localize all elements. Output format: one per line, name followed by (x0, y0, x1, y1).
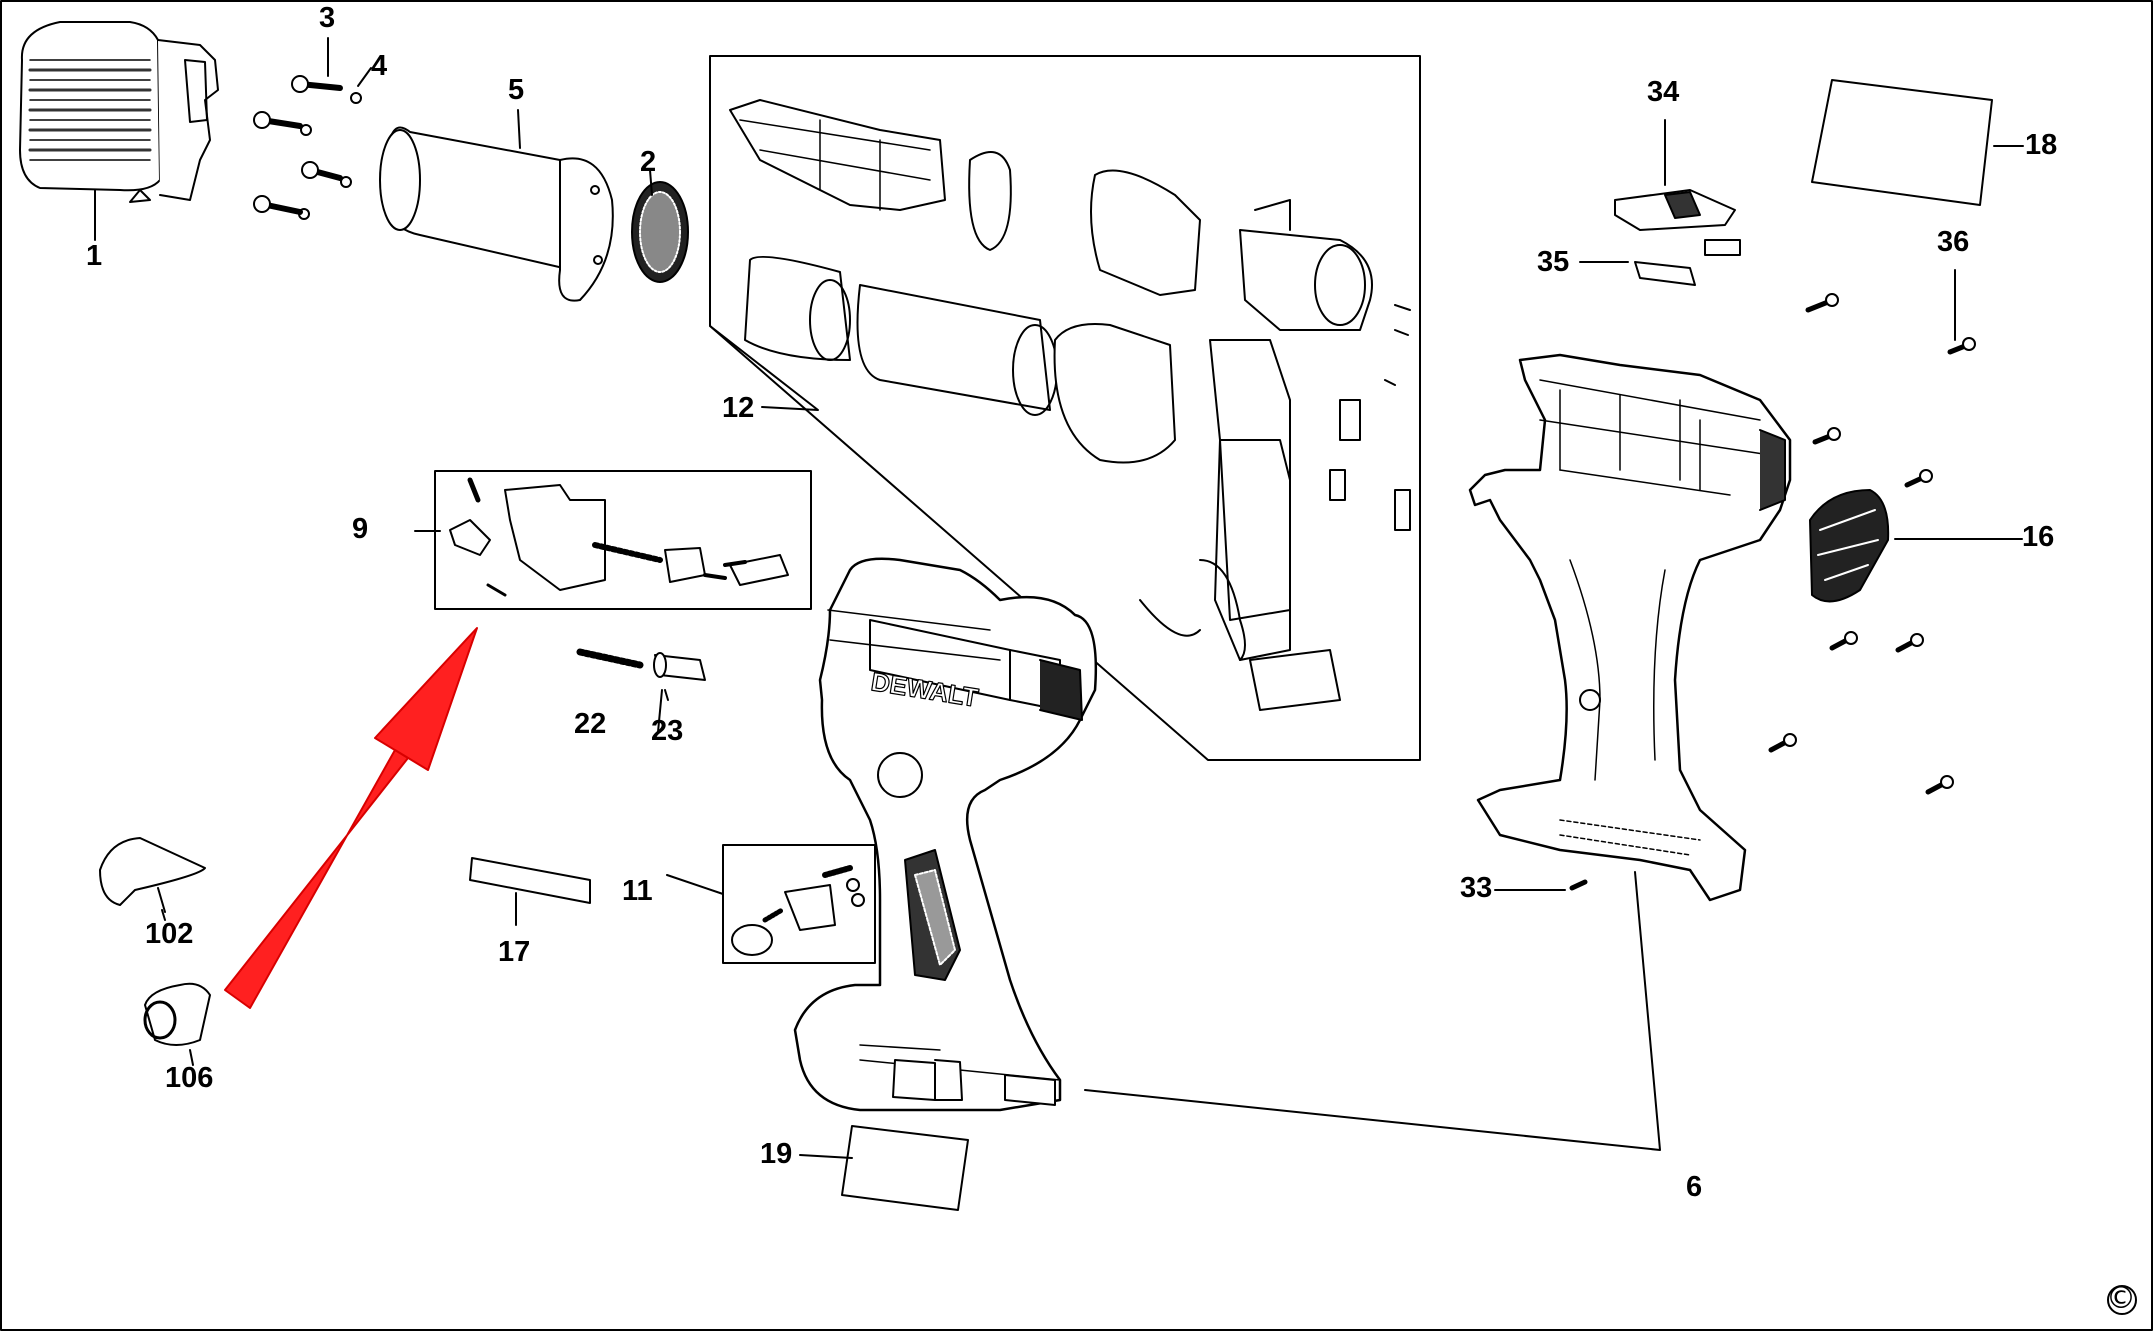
part-35-clip[interactable] (1634, 261, 1696, 286)
callout-19: 19 (760, 1138, 793, 1170)
right-housing-half[interactable] (1468, 353, 1792, 902)
left-housing-half[interactable] (793, 557, 1098, 1112)
part-102-nozzle[interactable] (99, 837, 206, 906)
part-9-switch-box[interactable] (434, 470, 812, 610)
callout-1: 1 (86, 240, 103, 272)
callout-106: 106 (165, 1062, 214, 1094)
part-12-motor-assembly[interactable] (709, 55, 1421, 761)
callout-16: 16 (2022, 521, 2055, 553)
part-5-ring-gear[interactable] (379, 126, 614, 302)
callout-5: 5 (508, 74, 525, 106)
callout-6: 6 (1686, 1171, 1703, 1203)
part-2-mesh-disc[interactable] (631, 181, 689, 283)
part-23-button[interactable] (653, 652, 706, 681)
copyright-symbol: © (2106, 1281, 2136, 1316)
part-4-washers[interactable] (298, 92, 362, 220)
part-3-screws[interactable] (253, 75, 343, 215)
part-16-end-cap[interactable] (1809, 489, 1890, 603)
red-arrow-indicator (224, 627, 478, 1009)
callout-102: 102 (145, 918, 194, 950)
part-19-label-plate[interactable] (841, 1125, 969, 1211)
callout-18: 18 (2025, 129, 2058, 161)
part-106-adapter[interactable] (143, 982, 211, 1046)
callout-34: 34 (1647, 76, 1680, 108)
copyright-circle (2107, 1285, 2137, 1315)
part-34-slider[interactable] (1614, 189, 1741, 256)
callout-33: 33 (1460, 872, 1493, 904)
part-11-parts-box[interactable] (722, 844, 876, 964)
callout-17: 17 (498, 936, 531, 968)
callout-12: 12 (722, 392, 755, 424)
callout-22: 22 (574, 708, 607, 740)
part-22-spring[interactable] (576, 648, 644, 669)
callout-23: 23 (651, 715, 684, 747)
part-1-gear-housing[interactable] (19, 21, 219, 203)
part-33-pin[interactable] (1569, 879, 1588, 891)
callout-3: 3 (319, 2, 336, 34)
callout-2: 2 (640, 146, 657, 178)
callout-35: 35 (1537, 246, 1570, 278)
leader-lines (94, 37, 2024, 1159)
part-17-label-strip[interactable] (469, 857, 591, 904)
part-18-label-plate[interactable] (1811, 79, 1993, 206)
callout-4: 4 (371, 50, 388, 82)
housing-screws[interactable] (1768, 293, 1976, 795)
callout-36: 36 (1937, 226, 1970, 258)
callout-11: 11 (622, 875, 653, 907)
callout-9: 9 (352, 513, 369, 545)
